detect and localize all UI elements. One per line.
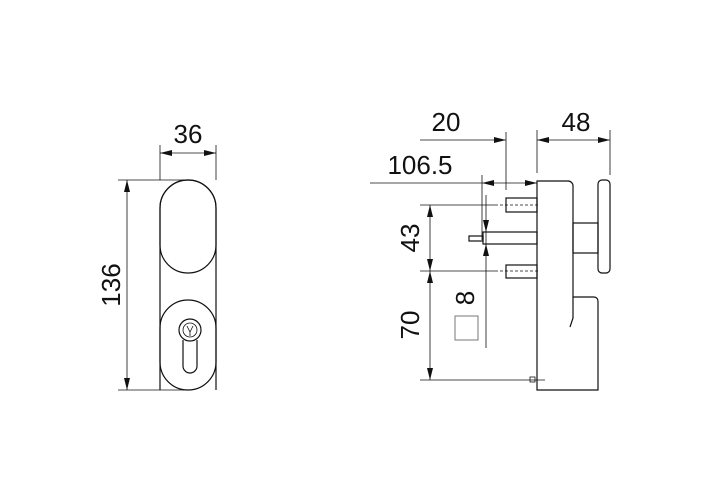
- dimension-70: 70: [395, 311, 545, 381]
- lower-pin: [505, 264, 538, 279]
- dim-8-label: 8: [450, 291, 480, 305]
- escutcheon-plate: [159, 179, 217, 391]
- spindle-tip: [468, 235, 484, 242]
- front-view: 36 136: [96, 119, 217, 391]
- dim-70-label: 70: [395, 311, 425, 340]
- dimension-48: 48: [536, 107, 611, 175]
- height-dim-label: 136: [96, 263, 126, 306]
- dim-20-label: 20: [432, 107, 461, 137]
- upper-oval: [159, 179, 217, 274]
- housing: [536, 180, 599, 391]
- dimension-106-5: 106.5: [370, 150, 537, 240]
- dimension-20: 20: [420, 107, 507, 190]
- knob: [597, 179, 611, 274]
- keyhole-icon: [178, 318, 202, 374]
- dimension-8: 8: [450, 195, 489, 348]
- dim-43-label: 43: [395, 224, 425, 253]
- screw-mark: [529, 376, 536, 383]
- width-dim-label: 36: [174, 119, 203, 149]
- spindle: [482, 231, 538, 245]
- lower-rose: [159, 299, 217, 390]
- square-spindle-section: [454, 315, 479, 341]
- dimension-width: 36: [159, 119, 217, 180]
- dimension-height: 136: [96, 179, 190, 391]
- side-view: 20 48 106.5 43 8 70: [370, 107, 611, 391]
- dim-48-label: 48: [562, 107, 591, 137]
- dimension-43: 43: [395, 204, 498, 380]
- housing-edge: [569, 297, 574, 328]
- dim-106-5-label: 106.5: [387, 150, 452, 180]
- knob-stem: [572, 222, 599, 254]
